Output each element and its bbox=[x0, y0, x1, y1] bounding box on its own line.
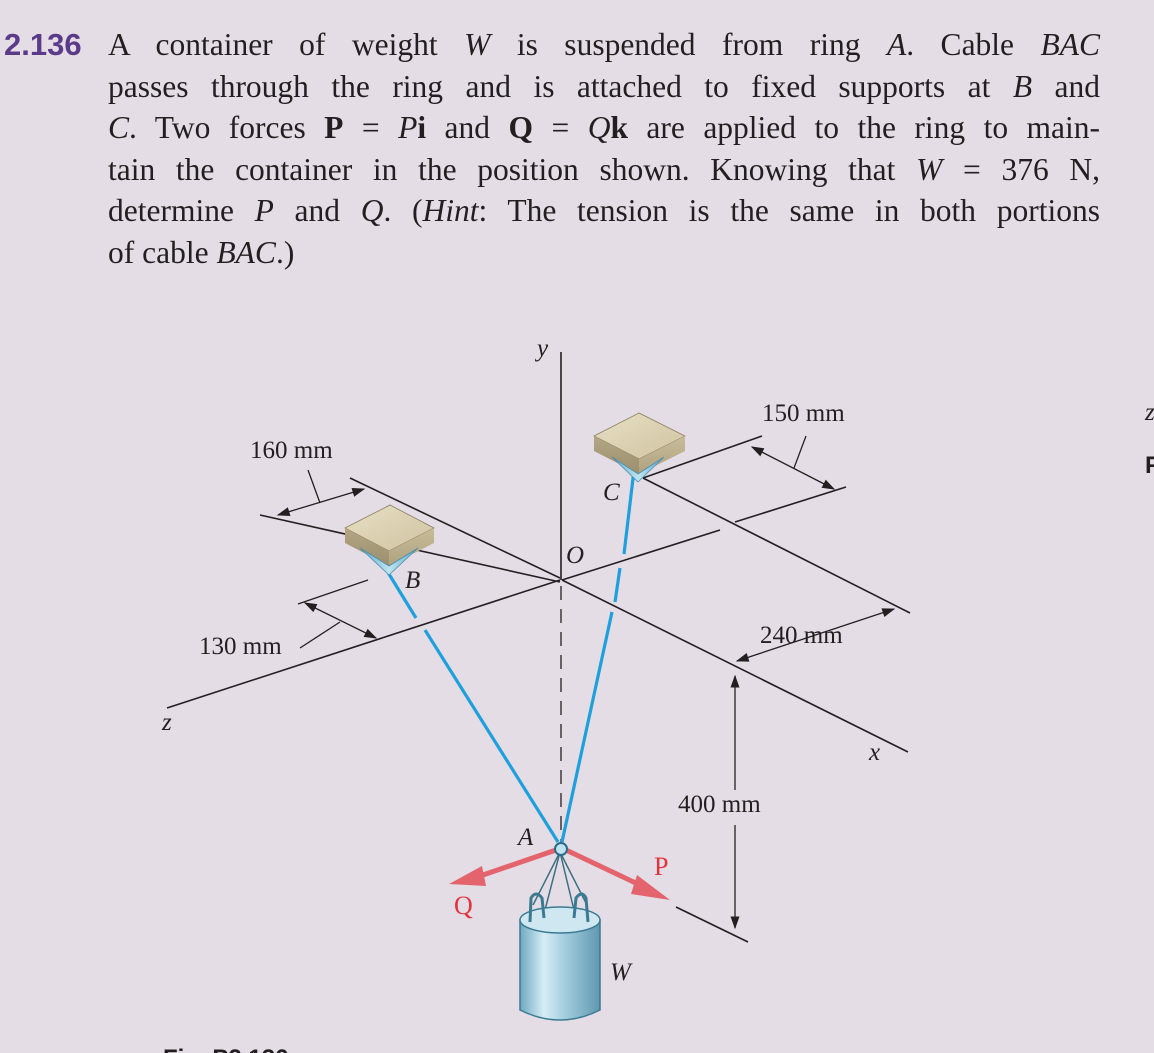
origin-label: O bbox=[566, 542, 584, 569]
container-w bbox=[519, 892, 601, 1021]
clipped-z-label: z bbox=[1144, 399, 1154, 426]
text-run: B bbox=[1012, 68, 1033, 104]
text-run: P bbox=[324, 110, 344, 145]
z-axis-back bbox=[561, 529, 721, 581]
text-run: .) bbox=[275, 234, 295, 270]
dim-400-label: 400 mm bbox=[678, 791, 761, 818]
point-b-label: B bbox=[405, 567, 420, 594]
x-axis-label: x bbox=[868, 739, 880, 766]
text-run: tain the container in the position shown… bbox=[108, 151, 917, 187]
cable-ab-lower bbox=[423, 629, 560, 843]
text-run: C bbox=[108, 110, 130, 145]
text-run: = 376 N, bbox=[942, 151, 1100, 187]
text-run: A container of weight bbox=[108, 27, 465, 62]
text-run: is suspended from ring bbox=[490, 27, 887, 62]
dim-240-label: 240 mm bbox=[760, 622, 843, 649]
text-run: BAC bbox=[216, 234, 276, 270]
cable-ac-3 bbox=[560, 611, 614, 843]
figure-caption: Fig. P2.136 bbox=[163, 1045, 288, 1053]
point-c-label: C bbox=[603, 479, 620, 506]
text-run: passes through the ring and is attached … bbox=[108, 68, 1013, 104]
ring-a bbox=[554, 842, 568, 856]
text-run: = bbox=[533, 110, 588, 145]
text-run: k bbox=[610, 110, 628, 145]
text-run: and bbox=[426, 110, 509, 145]
cable-ac-1 bbox=[622, 469, 636, 555]
problem-number: 2.136 bbox=[4, 27, 82, 62]
text-run: . Two forces bbox=[129, 110, 325, 145]
problem-text-line: determine P and Q. (Hint: The tension is… bbox=[108, 190, 1100, 232]
dim-130-label: 130 mm bbox=[199, 633, 282, 660]
text-run: are applied to the ring to main- bbox=[627, 110, 1101, 145]
text-run: i bbox=[417, 110, 427, 145]
problem-text-line: of cable BAC.) bbox=[108, 232, 1100, 274]
text-run: P bbox=[254, 193, 274, 228]
text-run: of cable bbox=[108, 234, 217, 270]
text-run: Hint bbox=[422, 193, 479, 228]
problem-text-line: C. Two forces P = Pi and Q = Qk are appl… bbox=[108, 107, 1100, 149]
text-run: and bbox=[1032, 68, 1101, 104]
text-run: Q bbox=[508, 110, 534, 145]
text-run: A bbox=[886, 27, 907, 62]
force-q-arrow bbox=[449, 847, 557, 886]
support-c bbox=[593, 412, 686, 483]
text-run: and bbox=[273, 193, 361, 228]
y-axis-label: y bbox=[534, 335, 549, 362]
text-run: P bbox=[398, 110, 418, 145]
text-run: BAC bbox=[1040, 27, 1101, 62]
text-run: Q bbox=[587, 110, 611, 145]
problem-text: A container of weight W is suspended fro… bbox=[108, 24, 1100, 273]
x-axis-back bbox=[349, 477, 561, 579]
text-run: = bbox=[343, 110, 399, 145]
problem-text-line: tain the container in the position shown… bbox=[108, 149, 1100, 191]
force-p-arrow bbox=[564, 847, 670, 900]
point-a-label: A bbox=[516, 824, 534, 851]
text-run: determine bbox=[108, 193, 255, 228]
problem-text-line: A container of weight W is suspended fro… bbox=[108, 24, 1100, 66]
text-run: W bbox=[916, 151, 943, 187]
force-p-label: P bbox=[654, 852, 668, 881]
z-axis bbox=[166, 579, 561, 709]
text-run: Q bbox=[360, 193, 384, 228]
text-run: . Cable bbox=[906, 27, 1041, 62]
clipped-caption-fragment: F bbox=[1145, 452, 1154, 479]
z-axis-label: z bbox=[161, 709, 172, 736]
weight-label: W bbox=[610, 959, 633, 986]
problem-text-line: passes through the ring and is attached … bbox=[108, 66, 1100, 108]
cable-ac-2 bbox=[613, 567, 622, 603]
text-run: . ( bbox=[383, 193, 423, 228]
dim-150-label: 150 mm bbox=[762, 400, 845, 427]
text-run: W bbox=[464, 27, 491, 62]
dim-160-label: 160 mm bbox=[250, 437, 333, 464]
text-run: : The tension is the same in both portio… bbox=[478, 193, 1100, 228]
support-b bbox=[344, 504, 435, 576]
force-q-label: Q bbox=[454, 891, 473, 920]
x-axis bbox=[561, 579, 909, 753]
